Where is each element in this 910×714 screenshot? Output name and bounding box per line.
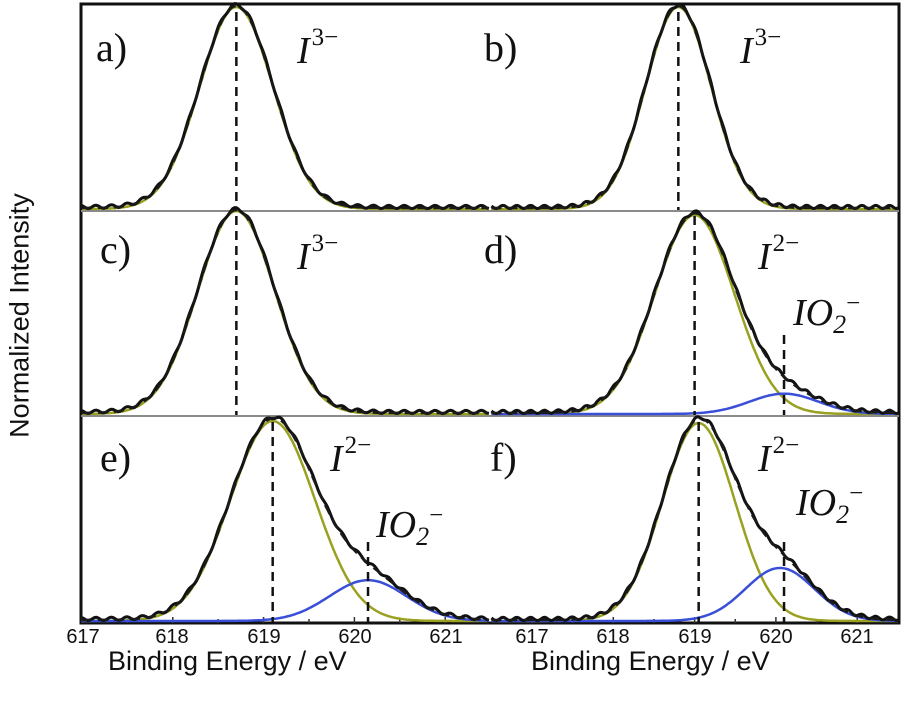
fit-envelope	[81, 4, 489, 210]
tick-left-617: 617	[66, 626, 100, 648]
fit-component-IO2	[82, 578, 489, 623]
species-e-I2: I2−	[330, 432, 372, 480]
species-f-IO2: IO2−	[796, 480, 864, 529]
fit-envelope	[491, 4, 898, 210]
experimental-spectrum	[81, 206, 490, 416]
species-d-I2: I2−	[758, 230, 800, 278]
species-d-IO2: IO2−	[793, 290, 861, 339]
tick-right-619: 619	[678, 626, 712, 648]
fit-component-I	[491, 5, 898, 211]
fit-envelope	[491, 417, 898, 622]
panel-label-a: a)	[96, 25, 128, 70]
species-e-IO2: IO2−	[376, 502, 444, 551]
fit-component-I	[82, 209, 489, 416]
experimental-spectrum	[490, 2, 899, 211]
panel-label-e: e)	[100, 435, 132, 480]
tick-left-618: 618	[155, 626, 189, 648]
panel-label-b: b)	[484, 25, 518, 70]
tick-left-619: 619	[247, 626, 281, 648]
tick-right-621: 621	[840, 626, 874, 648]
tick-right-618: 618	[596, 626, 630, 648]
panel-label-f: f)	[490, 435, 517, 480]
fit-component-I	[82, 5, 489, 211]
plot-frame	[79, 2, 901, 625]
tick-left-620: 620	[338, 626, 372, 648]
x-axis-label-left: Binding Energy / eV	[108, 646, 347, 676]
tick-left-621: 621	[429, 626, 463, 648]
tick-right-620: 620	[759, 626, 793, 648]
species-b-I3: I3−	[740, 24, 782, 72]
fit-envelope	[491, 212, 898, 415]
fit-envelope	[82, 208, 489, 415]
species-a-I3: I3−	[297, 24, 339, 72]
fit-component-IO2	[491, 566, 898, 623]
y-axis-label: Normalized Intensity	[4, 193, 35, 438]
experimental-spectrum	[81, 2, 490, 211]
panel-label-d: d)	[484, 227, 518, 272]
panel-label-c: c)	[100, 227, 132, 272]
fit-envelope	[82, 416, 489, 622]
species-f-I2: I2−	[758, 432, 800, 480]
species-c-I3: I3−	[297, 230, 339, 278]
tick-right-617: 617	[515, 626, 549, 648]
x-axis-label-right: Binding Energy / eV	[531, 646, 770, 676]
